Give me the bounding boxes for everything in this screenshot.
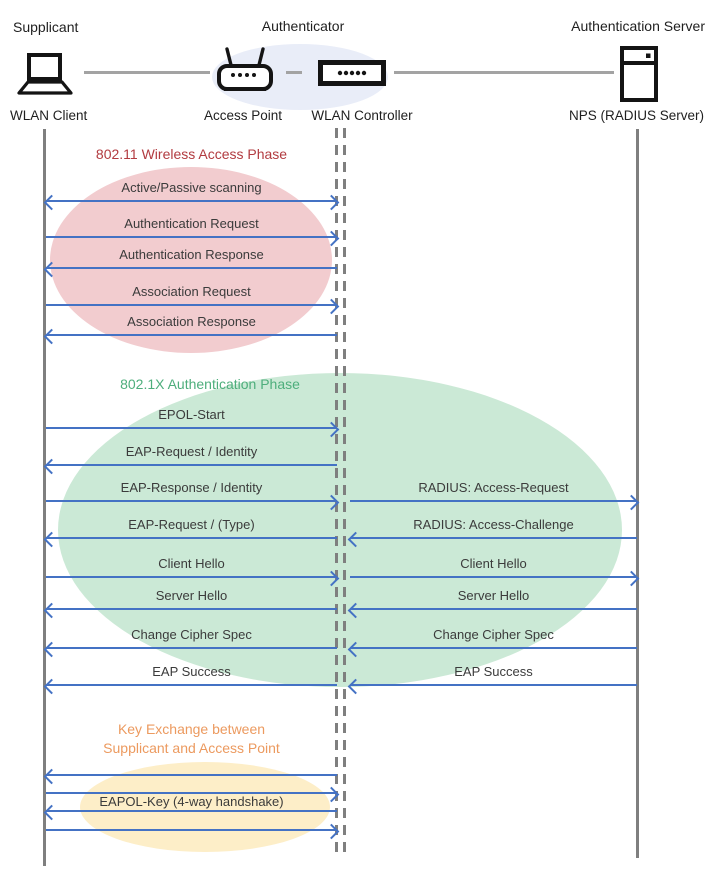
arrow-client-hello-right	[349, 570, 640, 586]
phase-title-key-exchange-line1: Key Exchange between	[117, 721, 266, 737]
message-label-change-cipher-spec-right: Change Cipher Spec	[433, 627, 554, 642]
message-label-eap-success-left: EAP Success	[152, 664, 231, 679]
laptop-icon	[17, 53, 73, 95]
arrow-radius-access-request	[349, 494, 640, 510]
arrow-eap-success-right	[347, 678, 638, 694]
actor-role-authentication-server: Authentication Server	[571, 18, 705, 34]
link-client-to-ap	[84, 71, 210, 74]
message-label-eap-request-type: EAP-Request / (Type)	[128, 517, 255, 532]
wlan-controller-icon	[318, 60, 386, 86]
arrow-eapol-key-4	[45, 823, 340, 839]
arrow-eap-response-identity	[45, 494, 340, 510]
message-label-client-hello-left: Client Hello	[158, 556, 225, 571]
arrow-change-cipher-spec-left	[43, 641, 338, 657]
lifeline-supplicant	[43, 129, 46, 866]
arrow-client-hello-left	[45, 570, 340, 586]
link-ap-to-controller	[286, 71, 302, 74]
arrow-eap-request-identity	[43, 458, 338, 474]
actor-role-supplicant: Supplicant	[13, 19, 79, 35]
message-label-eap-success-right: EAP Success	[454, 664, 533, 679]
device-label-wlan-controller: WLAN Controller	[311, 108, 413, 123]
actor-role-authenticator: Authenticator	[261, 18, 345, 34]
message-label-association-request: Association Request	[132, 284, 251, 299]
message-label-authentication-request: Authentication Request	[124, 216, 259, 231]
arrow-radius-access-challenge	[347, 531, 638, 547]
message-label-server-hello-right: Server Hello	[457, 588, 530, 603]
wireless-access-phase-ellipse	[50, 167, 332, 353]
arrow-authentication-response	[43, 261, 338, 277]
arrow-eap-success-left	[43, 678, 338, 694]
key-exchange-phase-ellipse	[80, 762, 330, 852]
lifeline-authenticator-dashed-1	[335, 128, 338, 852]
arrow-epol-start	[45, 421, 340, 437]
authentication-phase-ellipse	[58, 373, 622, 687]
message-label-client-hello-right: Client Hello	[460, 556, 527, 571]
device-label-access-point: Access Point	[203, 108, 283, 123]
lifeline-authentication-server	[636, 129, 639, 858]
server-icon	[620, 46, 658, 102]
link-controller-to-server	[394, 71, 614, 74]
message-label-epol-start: EPOL-Start	[158, 407, 225, 422]
arrow-authentication-request	[45, 230, 340, 246]
access-point-icon	[217, 47, 273, 91]
message-label-authentication-response: Authentication Response	[119, 247, 264, 262]
message-label-eapol-key: EAPOL-Key (4-way handshake)	[99, 794, 284, 809]
arrow-eap-request-type	[43, 531, 338, 547]
arrow-eapol-key-2	[45, 786, 340, 802]
message-label-radius-access-request: RADIUS: Access-Request	[418, 480, 569, 495]
arrow-association-response	[43, 328, 338, 344]
arrow-eapol-key-3	[43, 804, 338, 820]
phase-title-authentication: 802.1X Authentication Phase	[120, 376, 300, 392]
message-label-active-passive-scanning: Active/Passive scanning	[121, 180, 262, 195]
device-label-nps-radius-server: NPS (RADIUS Server)	[568, 108, 705, 123]
arrow-association-request	[45, 298, 340, 314]
message-label-radius-access-challenge: RADIUS: Access-Challenge	[413, 517, 574, 532]
arrow-server-hello-left	[43, 602, 338, 618]
arrow-server-hello-right	[347, 602, 638, 618]
lifeline-authenticator-dashed-2	[343, 128, 346, 852]
message-label-server-hello-left: Server Hello	[155, 588, 228, 603]
arrow-change-cipher-spec-right	[347, 641, 638, 657]
phase-title-wireless-access: 802.11 Wireless Access Phase	[95, 146, 288, 162]
message-label-association-response: Association Response	[127, 314, 256, 329]
device-label-wlan-client: WLAN Client	[10, 108, 88, 123]
arrow-active-passive-scanning	[43, 194, 340, 210]
message-label-change-cipher-spec-left: Change Cipher Spec	[131, 627, 252, 642]
phase-title-key-exchange-line2: Supplicant and Access Point	[103, 740, 280, 756]
message-label-eap-request-identity: EAP-Request / Identity	[125, 444, 258, 459]
message-label-eap-response-identity: EAP-Response / Identity	[120, 480, 263, 495]
arrow-eapol-key-1	[43, 768, 338, 784]
